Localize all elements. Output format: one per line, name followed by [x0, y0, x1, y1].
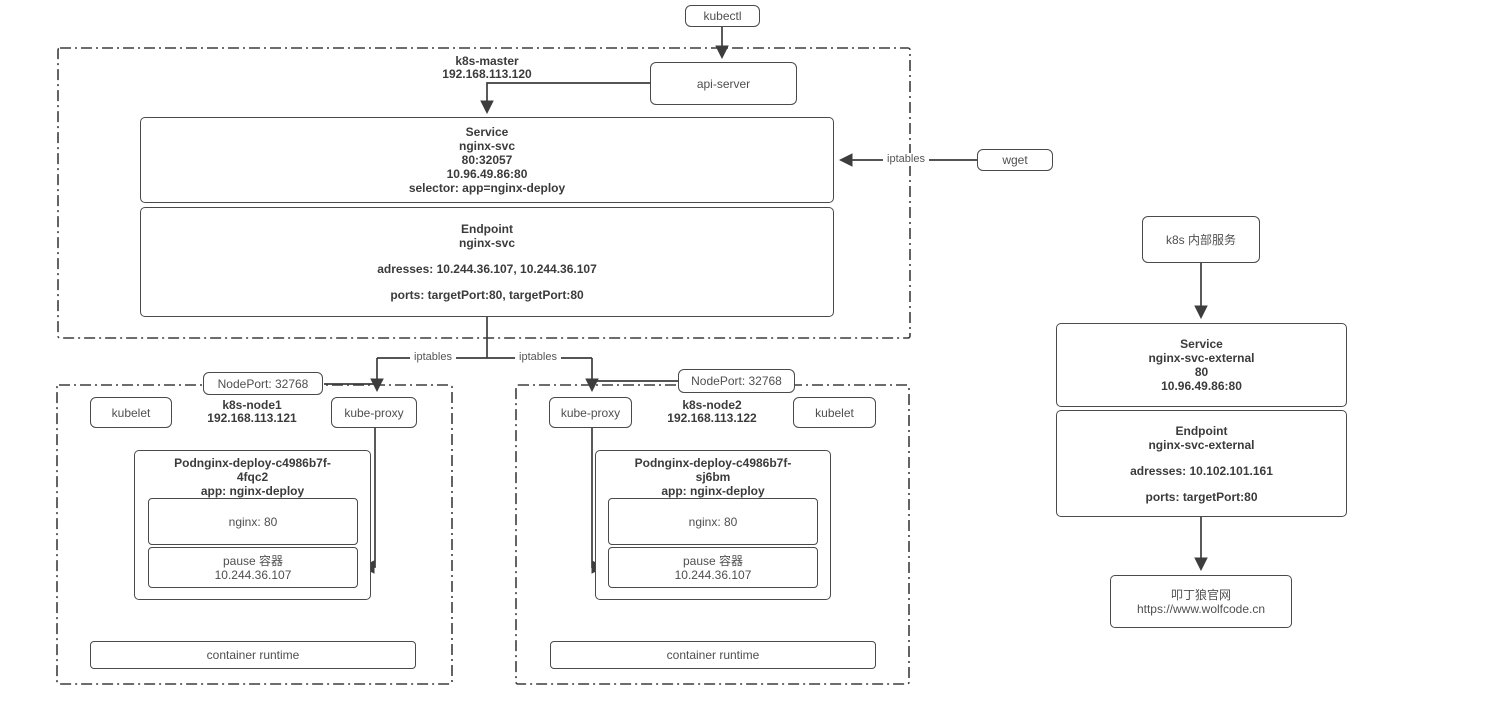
node1-nodeport-label: NodePort: 32768	[217, 376, 309, 391]
service-name: nginx-svc	[458, 139, 515, 153]
endpoint-name: nginx-svc	[458, 236, 515, 250]
service-box: Service nginx-svc 80:32057 10.96.49.86:8…	[140, 117, 834, 203]
node2-kubelet-label: kubelet	[815, 405, 854, 420]
node1-container-runtime-box: container runtime	[90, 641, 416, 669]
node1-ip: 192.168.113.121	[207, 411, 297, 425]
node2-container-runtime-label: container runtime	[666, 648, 760, 662]
node1-nginx-container-label: nginx: 80	[228, 514, 278, 529]
node2-kube-proxy-label: kube-proxy	[560, 405, 621, 420]
external-service-port: 80	[1194, 365, 1209, 379]
external-endpoint-ports: ports: targetPort:80	[1145, 489, 1258, 504]
node2-pod-name-line2: sj6bm	[695, 470, 731, 484]
external-service-name: nginx-svc-external	[1148, 351, 1255, 365]
node2-kube-proxy-box: kube-proxy	[549, 397, 632, 428]
external-site-name: 叩丁狼官网	[1170, 587, 1231, 602]
node2-pod-title: Podnginx-deploy-c4986b7f- sj6bm app: ngi…	[596, 456, 830, 498]
iptables-wget-label: iptables	[883, 153, 929, 166]
endpoint-ports: ports: targetPort:80, targetPort:80	[390, 288, 584, 302]
external-endpoint-type: Endpoint	[1175, 423, 1228, 438]
node2-pause-container-label: pause 容器	[682, 553, 744, 568]
node2-ip: 192.168.113.122	[667, 411, 757, 425]
node1-nodeport-box: NodePort: 32768	[203, 372, 323, 395]
node2-nodeport-box: NodePort: 32768	[678, 369, 795, 393]
node1-kube-proxy-label: kube-proxy	[344, 405, 404, 420]
iptables-right-label: iptables	[515, 351, 561, 364]
endpoint-addresses: adresses: 10.244.36.107, 10.244.36.107	[377, 262, 597, 276]
node2-nodeport-label: NodePort: 32768	[691, 374, 782, 388]
node1-kubelet-label: kubelet	[111, 405, 151, 420]
node1-pause-container-box: pause 容器 10.244.36.107	[148, 547, 358, 588]
external-service-box: Service nginx-svc-external 80 10.96.49.8…	[1056, 323, 1347, 407]
master-name: k8s-master	[455, 54, 519, 68]
internal-service-entry-box: k8s 内部服务	[1142, 216, 1260, 263]
node1-container-runtime-label: container runtime	[206, 648, 300, 662]
external-service-type: Service	[1180, 337, 1223, 351]
endpoint-type: Endpoint	[461, 222, 513, 236]
node2-pod-app-label: app: nginx-deploy	[661, 484, 765, 498]
master-title: k8s-master 192.168.113.120	[407, 55, 567, 81]
node1-pod-app-label: app: nginx-deploy	[200, 484, 305, 498]
api-server-box: api-server	[650, 62, 797, 105]
node2-container-runtime-box: container runtime	[550, 641, 876, 669]
node1-nginx-container-box: nginx: 80	[148, 498, 358, 545]
node2-title: k8s-node2 192.168.113.122	[632, 399, 792, 425]
kubectl-label: kubectl	[703, 9, 742, 23]
external-service-cluster-ip: 10.96.49.86:80	[1161, 379, 1242, 393]
external-endpoint-addresses: adresses: 10.102.101.161	[1130, 463, 1273, 478]
node1-pause-container-ip: 10.244.36.107	[214, 567, 292, 582]
external-endpoint-name: nginx-svc-external	[1148, 437, 1255, 452]
service-type: Service	[465, 125, 509, 139]
external-endpoint-box: Endpoint nginx-svc-external adresses: 10…	[1056, 410, 1347, 517]
master-ip: 192.168.113.120	[442, 67, 532, 81]
node2-pod-name-line1: Podnginx-deploy-c4986b7f-	[634, 456, 792, 470]
master-dashed-border	[57, 47, 911, 339]
service-port-mapping: 80:32057	[461, 153, 513, 167]
api-server-label: api-server	[696, 76, 751, 91]
kubectl-box: kubectl	[685, 5, 760, 27]
node1-kube-proxy-box: kube-proxy	[331, 397, 417, 428]
wget-box: wget	[977, 149, 1053, 171]
external-site-url: https://www.wolfcode.cn	[1136, 601, 1266, 616]
node1-name: k8s-node1	[222, 398, 282, 412]
node2-nginx-container-label: nginx: 80	[688, 514, 738, 529]
connector-apiserver-service	[480, 82, 650, 115]
node2-nginx-container-box: nginx: 80	[608, 498, 818, 545]
wget-label: wget	[1002, 153, 1028, 167]
service-selector: selector: app=nginx-deploy	[408, 181, 566, 195]
external-site-box: 叩丁狼官网 https://www.wolfcode.cn	[1110, 575, 1292, 628]
node1-title: k8s-node1 192.168.113.121	[172, 399, 332, 425]
iptables-left-label: iptables	[410, 351, 456, 364]
endpoint-box: Endpoint nginx-svc adresses: 10.244.36.1…	[140, 207, 834, 317]
node2-pause-container-box: pause 容器 10.244.36.107	[608, 547, 818, 588]
node2-pause-container-ip: 10.244.36.107	[674, 567, 752, 582]
service-cluster-ip: 10.96.49.86:80	[446, 167, 528, 181]
node1-pod-name-line2: 4fqc2	[236, 470, 269, 484]
internal-service-entry-label: k8s 内部服务	[1165, 232, 1236, 247]
node1-pause-container-label: pause 容器	[222, 553, 284, 568]
node1-pod-name-line1: Podnginx-deploy-c4986b7f-	[174, 456, 331, 470]
node1-kubelet-box: kubelet	[90, 397, 172, 428]
node2-kubelet-box: kubelet	[793, 397, 876, 428]
node2-name: k8s-node2	[682, 398, 742, 412]
node1-pod-title: Podnginx-deploy-c4986b7f- 4fqc2 app: ngi…	[135, 456, 370, 498]
